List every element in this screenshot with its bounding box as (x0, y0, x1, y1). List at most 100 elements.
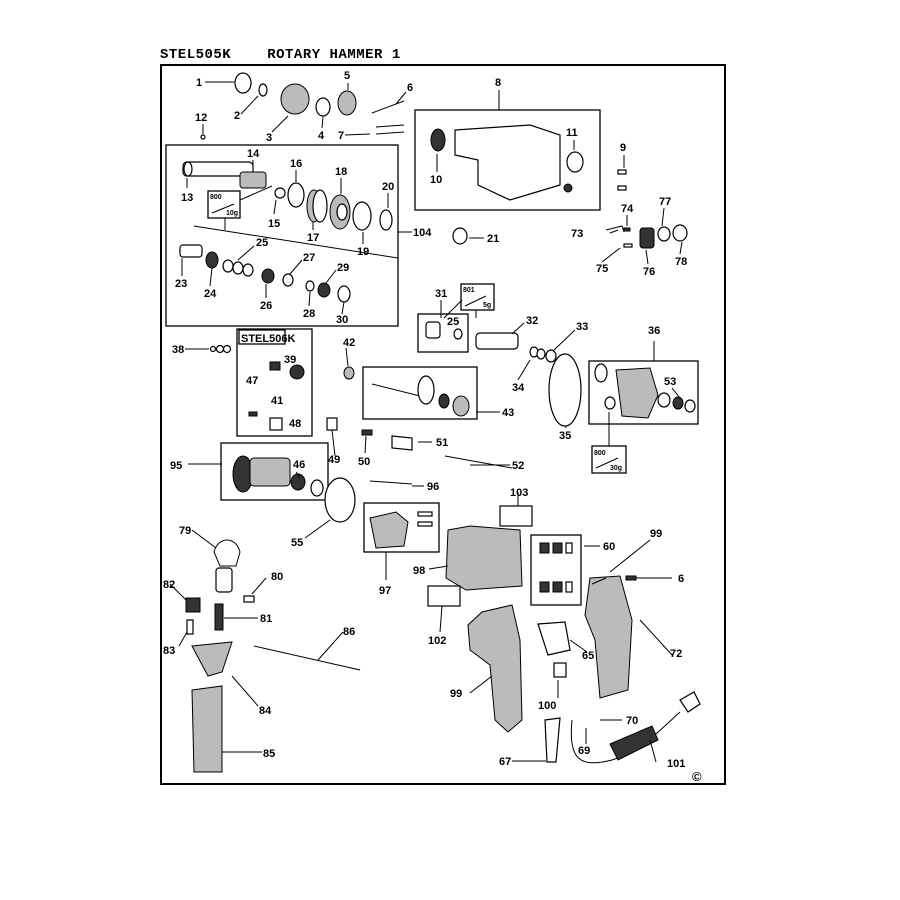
diagram-title: ROTARY HAMMER 1 (267, 47, 401, 63)
gear-case-group-box (588, 360, 699, 425)
grease-tag-1-code: 800 (210, 194, 222, 201)
part-3-label: 3 (266, 132, 272, 144)
part-98-label: 98 (413, 565, 425, 577)
part-96-label: 96 (427, 481, 439, 493)
part-28-label: 28 (303, 308, 315, 320)
part-39-label: 39 (284, 354, 296, 366)
part-9-label: 9 (620, 142, 626, 154)
field-group-box (363, 502, 440, 553)
part-7-label: 7 (338, 130, 344, 142)
part-49-label: 49 (328, 454, 340, 466)
part-72-label: 72 (670, 648, 682, 660)
part-95-label: 95 (170, 460, 182, 472)
part-101-label: 101 (667, 758, 685, 770)
part-36-label: 36 (648, 325, 660, 337)
part-73-label: 73 (571, 228, 583, 240)
part-47-label: 47 (246, 375, 258, 387)
part-99b-label: 99 (450, 688, 462, 700)
part-97-label: 97 (379, 585, 391, 597)
part-30-label: 30 (336, 314, 348, 326)
part-77-label: 77 (659, 196, 671, 208)
part-84-label: 84 (259, 705, 272, 717)
part-100-label: 100 (538, 700, 556, 712)
part-27-label: 27 (303, 252, 315, 264)
part-11-label: 11 (566, 127, 578, 139)
part-16-label: 16 (290, 158, 302, 170)
part-60-label: 60 (603, 541, 615, 553)
part-35-label: 35 (559, 430, 571, 442)
part-13-label: 13 (181, 192, 193, 204)
gear-housing-group-box (414, 109, 601, 211)
part-43-label: 43 (502, 407, 514, 419)
brush-holder-group-box (530, 534, 582, 606)
part-number-labels: 1 2 3 4 5 6 7 8 9 10 11 12 13 14 15 16 1… (163, 70, 687, 770)
part-41-label: 41 (271, 395, 283, 407)
part-18-label: 18 (335, 166, 347, 178)
diagram-header: STEL505K ROTARY HAMMER 1 (160, 47, 401, 63)
part-104-label: 104 (413, 227, 432, 239)
part-53-label: 53 (664, 376, 676, 388)
part-25-label: 25 (256, 237, 268, 249)
grease-tag-2-code: 801 (463, 287, 475, 294)
part-75-label: 75 (596, 263, 608, 275)
grease-tag-2 (460, 283, 495, 311)
part-50-label: 50 (358, 456, 370, 468)
part-19-label: 19 (357, 246, 369, 258)
copyright-mark: © (692, 769, 702, 784)
part-46-label: 46 (293, 459, 305, 471)
armature-spindle-group-box (165, 144, 399, 327)
part-81-label: 81 (260, 613, 272, 625)
part-6-label: 6 (407, 82, 413, 94)
part-70-label: 70 (626, 715, 638, 727)
part-38-label: 38 (172, 344, 184, 356)
part-21-label: 21 (487, 233, 499, 245)
part-33-label: 33 (576, 321, 588, 333)
part-79-label: 79 (179, 525, 191, 537)
part-34-label: 34 (512, 382, 525, 394)
grease-tag-1-amount: 10g (226, 210, 238, 217)
part-15-label: 15 (268, 218, 280, 230)
part-12-label: 12 (195, 112, 207, 124)
part-55-label: 55 (291, 537, 303, 549)
part-8-label: 8 (495, 77, 501, 89)
part-14-label: 14 (247, 148, 260, 160)
grease-tag-2-amount: 5g (483, 302, 491, 309)
grease-tag-3-code: 800 (594, 450, 606, 457)
part-85-label: 85 (263, 748, 275, 760)
stel506k-group-box (236, 328, 313, 437)
part-17-label: 17 (307, 232, 319, 244)
stel506k-label-box (238, 329, 286, 345)
part-29-label: 29 (337, 262, 349, 274)
part-31-label: 31 (435, 288, 447, 300)
part-2-label: 2 (234, 110, 240, 122)
grease-tag-3-amount: 30g (610, 465, 622, 472)
part-99-label: 99 (650, 528, 662, 540)
part-5-label: 5 (344, 70, 350, 82)
part-52-label: 52 (512, 460, 524, 472)
part-80-label: 80 (271, 571, 283, 583)
part-26-label: 26 (260, 300, 272, 312)
part-51-label: 51 (436, 437, 448, 449)
part-42-label: 42 (343, 337, 355, 349)
part-102-label: 102 (428, 635, 446, 647)
stel506k-label: STEL506K (241, 333, 295, 345)
armature-group-box (220, 442, 329, 501)
part-20-label: 20 (382, 181, 394, 193)
part-74-label: 74 (621, 203, 634, 215)
part-69-label: 69 (578, 745, 590, 757)
part-24-label: 24 (204, 288, 217, 300)
part-82-label: 82 (163, 579, 175, 591)
part-32-label: 32 (526, 315, 538, 327)
intermediate-shaft-group-box (362, 366, 478, 420)
model-code: STEL505K (160, 47, 232, 63)
part-67-label: 67 (499, 756, 511, 768)
part-76-label: 76 (643, 266, 655, 278)
piston-group-box (417, 313, 469, 353)
part-25b-label: 25 (447, 316, 459, 328)
part-4-label: 4 (318, 130, 325, 142)
part-65-label: 65 (582, 650, 594, 662)
part-48-label: 48 (289, 418, 301, 430)
part-6b-label: 6 (678, 573, 684, 585)
part-83-label: 83 (163, 645, 175, 657)
part-86-label: 86 (343, 626, 355, 638)
